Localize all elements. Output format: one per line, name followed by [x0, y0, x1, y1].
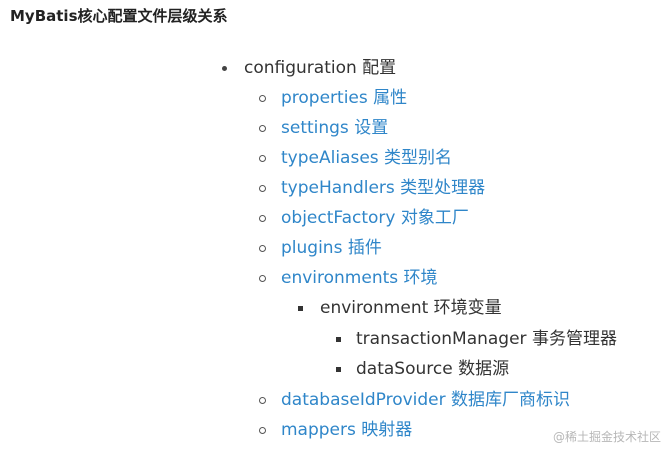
hollow-circle-bullet-icon	[258, 146, 270, 170]
link-database-id-provider[interactable]: databaseIdProvider 数据库厂商标识	[281, 390, 571, 410]
link-environments[interactable]: environments 环境	[281, 268, 438, 288]
link-type-handlers[interactable]: typeHandlers 类型处理器	[281, 178, 486, 198]
square-bullet-icon	[334, 357, 346, 381]
link-type-aliases[interactable]: typeAliases 类型别名	[281, 148, 453, 168]
filled-circle-bullet-icon	[220, 56, 232, 80]
link-plugins[interactable]: plugins 插件	[281, 238, 382, 258]
tree-item-label: environment 环境变量	[320, 298, 502, 318]
hollow-circle-bullet-icon	[258, 266, 270, 290]
hollow-circle-bullet-icon	[258, 116, 270, 140]
page-title: MyBatis核心配置文件层级关系	[10, 7, 228, 25]
link-settings[interactable]: settings 设置	[281, 118, 389, 138]
hollow-circle-bullet-icon	[258, 418, 270, 442]
link-mappers[interactable]: mappers 映射器	[281, 420, 413, 440]
link-object-factory[interactable]: objectFactory 对象工厂	[281, 208, 469, 228]
tree-item-label: transactionManager 事务管理器	[356, 329, 617, 349]
hollow-circle-bullet-icon	[258, 86, 270, 110]
hollow-circle-bullet-icon	[258, 176, 270, 200]
hollow-circle-bullet-icon	[258, 206, 270, 230]
tree-item-label: dataSource 数据源	[356, 359, 510, 379]
square-bullet-icon	[334, 327, 346, 351]
hollow-circle-bullet-icon	[258, 236, 270, 260]
link-properties[interactable]: properties 属性	[281, 88, 408, 108]
tree-item-label: configuration 配置	[244, 58, 397, 78]
square-bullet-icon	[296, 296, 308, 320]
hollow-circle-bullet-icon	[258, 388, 270, 412]
watermark: @稀土掘金技术社区	[552, 430, 661, 444]
